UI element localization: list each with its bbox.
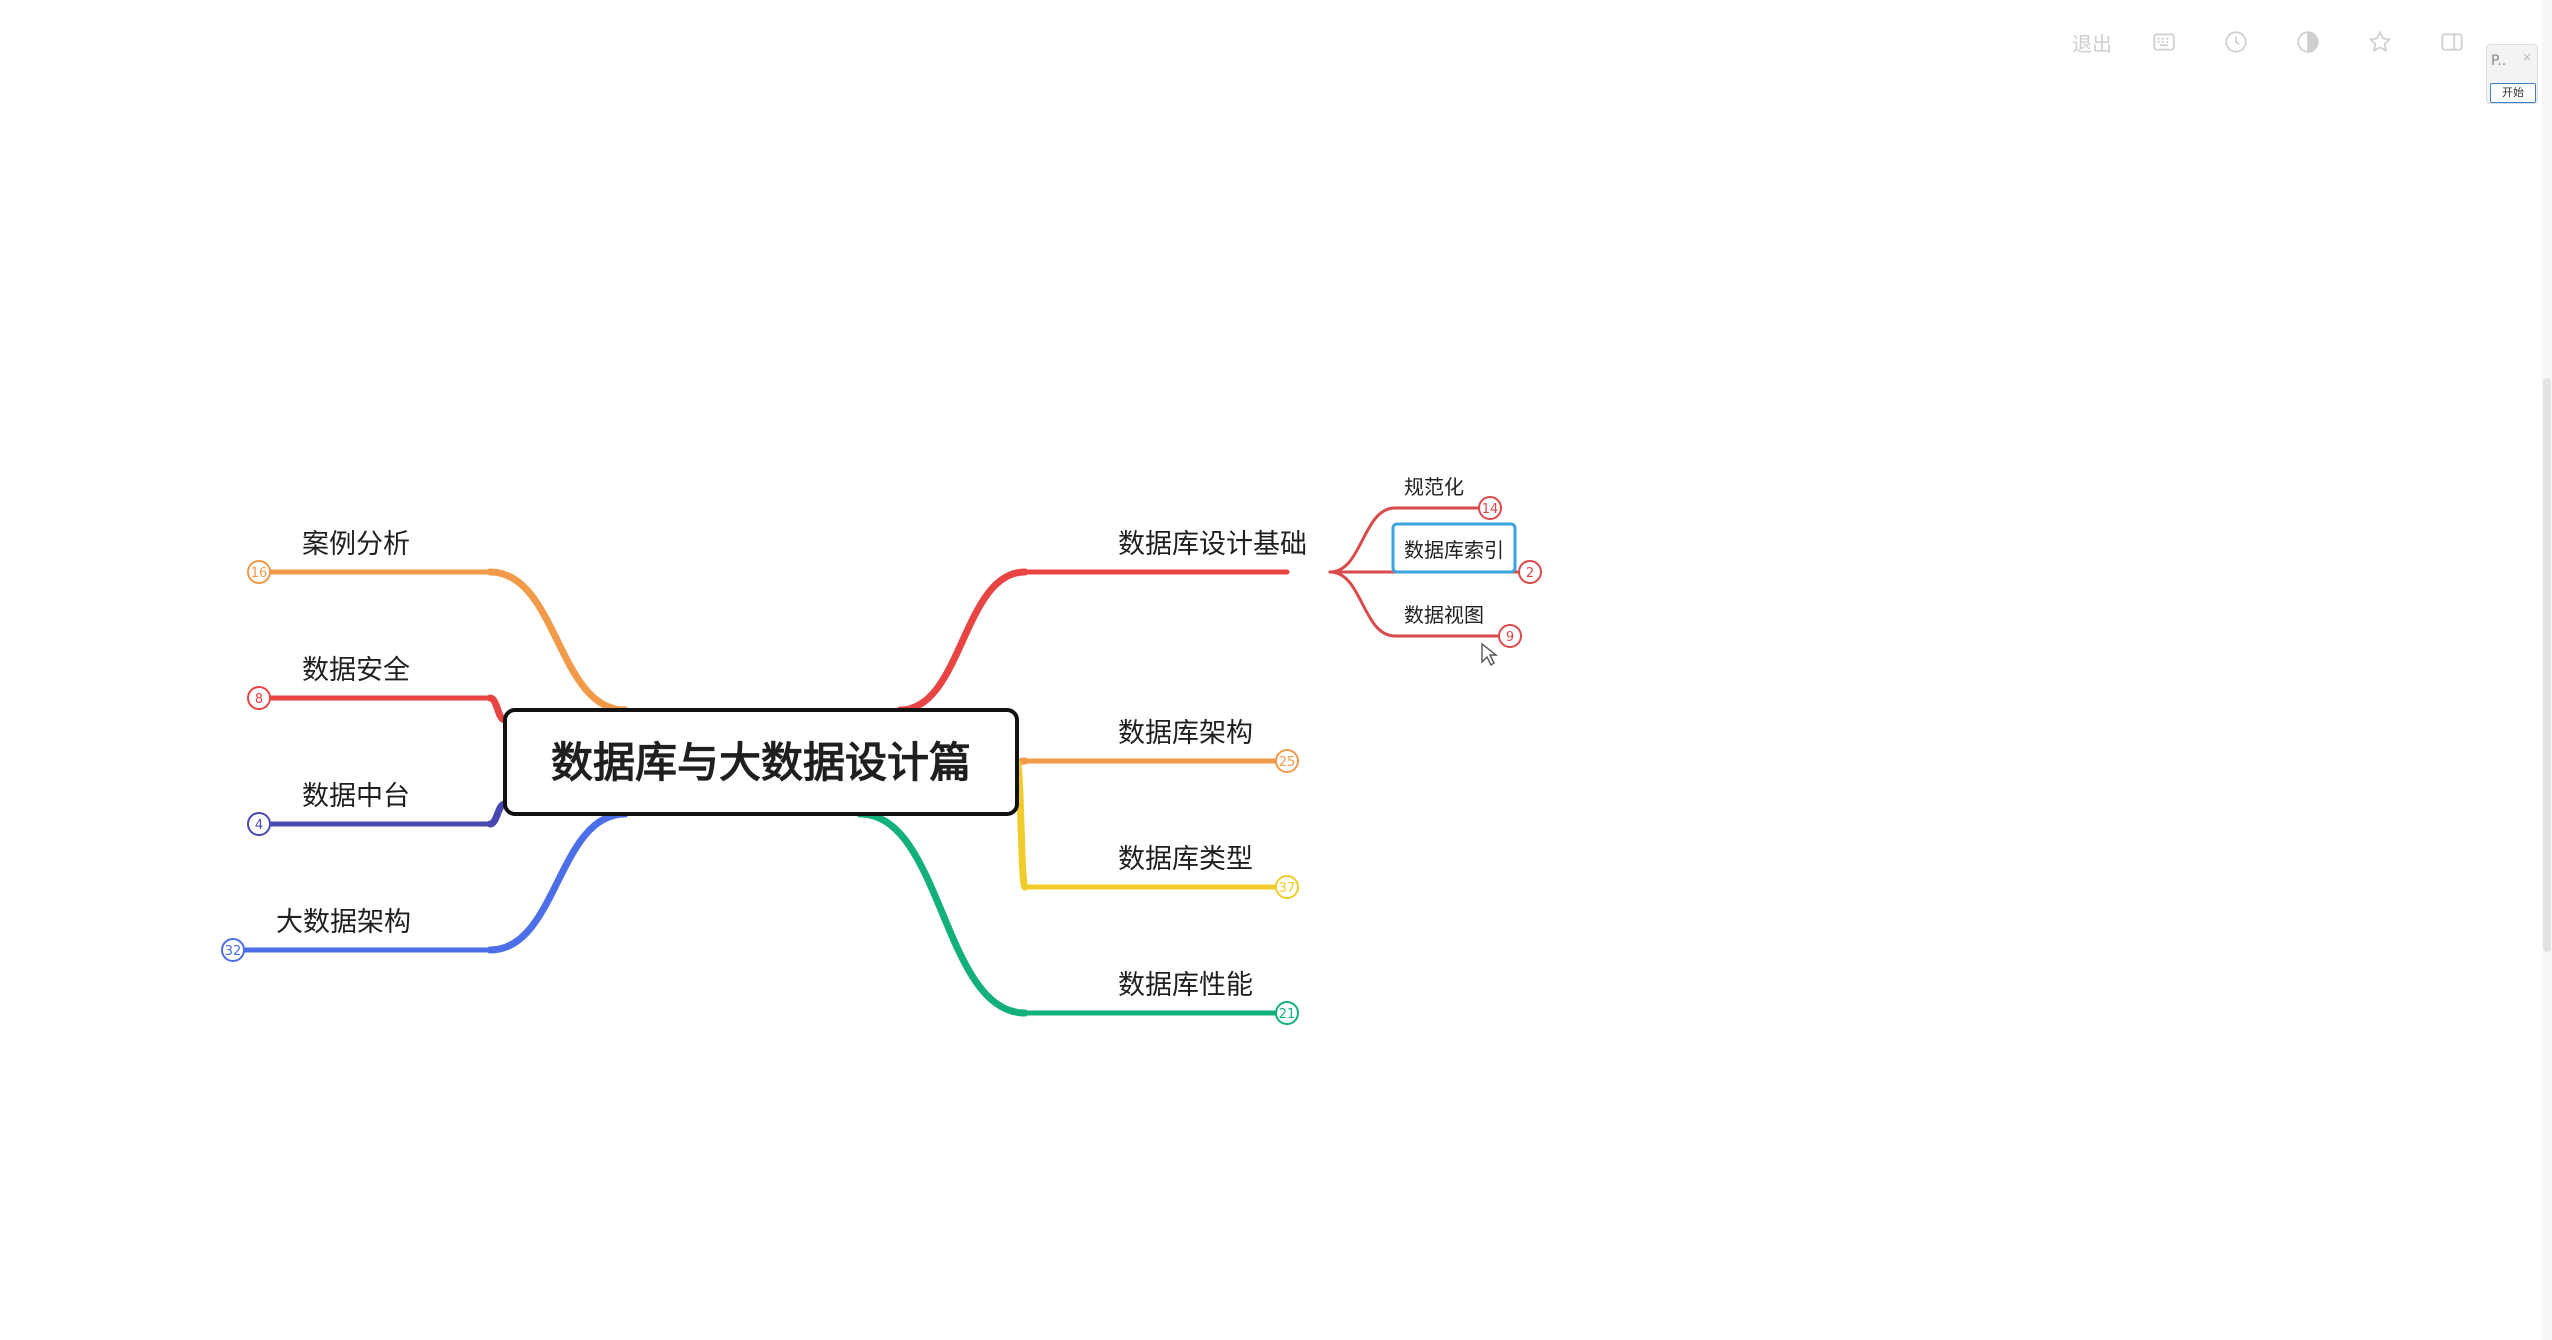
branch-connector xyxy=(486,694,509,724)
child-count-badge[interactable] xyxy=(1478,496,1502,520)
star-icon[interactable] xyxy=(2344,22,2416,62)
branch-count-badge[interactable] xyxy=(247,812,271,836)
clock-icon[interactable] xyxy=(2200,22,2272,62)
branch-label-right[interactable]: 数据库类型 xyxy=(1118,844,1253,875)
branch-label-right[interactable]: 数据库性能 xyxy=(1118,970,1253,1001)
branch-connector xyxy=(486,568,629,714)
exit-button[interactable]: 退出 xyxy=(2072,31,2112,56)
root-node[interactable] xyxy=(503,708,1019,816)
branch-label-left[interactable]: 数据中台 xyxy=(302,781,410,812)
branch-label-left[interactable]: 案例分析 xyxy=(302,529,410,560)
child-connector xyxy=(1328,570,1397,638)
branch-connector xyxy=(856,810,1029,1017)
branch-count-badge-text: 16 xyxy=(251,566,268,581)
branch-count-badge-text: 37 xyxy=(1279,881,1296,896)
vertical-scrollbar[interactable] xyxy=(2542,0,2552,1340)
branch-count-badge[interactable] xyxy=(247,686,271,710)
child-count-badge-text: 2 xyxy=(1526,566,1534,581)
branch-count-badge[interactable] xyxy=(1275,1001,1299,1025)
child-connector xyxy=(1328,506,1397,574)
child-node-label[interactable]: 数据视图 xyxy=(1404,603,1484,627)
branch-count-badge[interactable] xyxy=(1275,875,1299,899)
branch-count-badge[interactable] xyxy=(1275,749,1299,773)
child-count-badge[interactable] xyxy=(1518,560,1542,584)
branch-connector xyxy=(486,800,509,828)
branch-count-badge-text: 21 xyxy=(1279,1007,1296,1022)
contrast-icon[interactable] xyxy=(2272,22,2344,62)
branch-count-badge[interactable] xyxy=(247,560,271,584)
branch-connector xyxy=(486,810,629,954)
floating-widget: P.. × 开始 xyxy=(2486,44,2538,104)
branch-label-right[interactable]: 数据库设计基础 xyxy=(1118,529,1307,560)
branch-count-badge-text: 32 xyxy=(225,944,242,959)
scrollbar-thumb[interactable] xyxy=(2543,378,2551,952)
child-count-badge-text: 9 xyxy=(1506,630,1514,645)
close-icon[interactable]: × xyxy=(2521,50,2532,64)
child-node-label[interactable]: 规范化 xyxy=(1404,475,1464,499)
widget-title: P.. xyxy=(2491,53,2507,69)
branch-count-badge-text: 4 xyxy=(255,818,263,833)
branch-count-badge[interactable] xyxy=(221,938,245,962)
keyboard-icon[interactable] xyxy=(2128,22,2200,62)
branch-count-badge-text: 8 xyxy=(255,692,263,707)
sidebar-icon[interactable] xyxy=(2416,22,2488,62)
child-node-label[interactable]: 数据库索引 xyxy=(1404,538,1504,562)
branch-connector xyxy=(896,568,1029,714)
root-node-label[interactable]: 数据库与大数据设计篇 xyxy=(551,738,971,787)
branch-label-left[interactable]: 大数据架构 xyxy=(276,907,411,938)
child-count-badge-text: 14 xyxy=(1482,502,1499,517)
branch-label-right[interactable]: 数据库架构 xyxy=(1118,718,1253,749)
branch-count-badge-text: 25 xyxy=(1279,755,1296,770)
top-toolbar: 退出 xyxy=(2056,22,2488,62)
start-button[interactable]: 开始 xyxy=(2490,83,2536,103)
branch-label-left[interactable]: 数据安全 xyxy=(302,655,410,686)
cursor-icon xyxy=(1481,642,1499,667)
child-count-badge[interactable] xyxy=(1498,624,1522,648)
selected-node-frame[interactable] xyxy=(1391,522,1517,574)
